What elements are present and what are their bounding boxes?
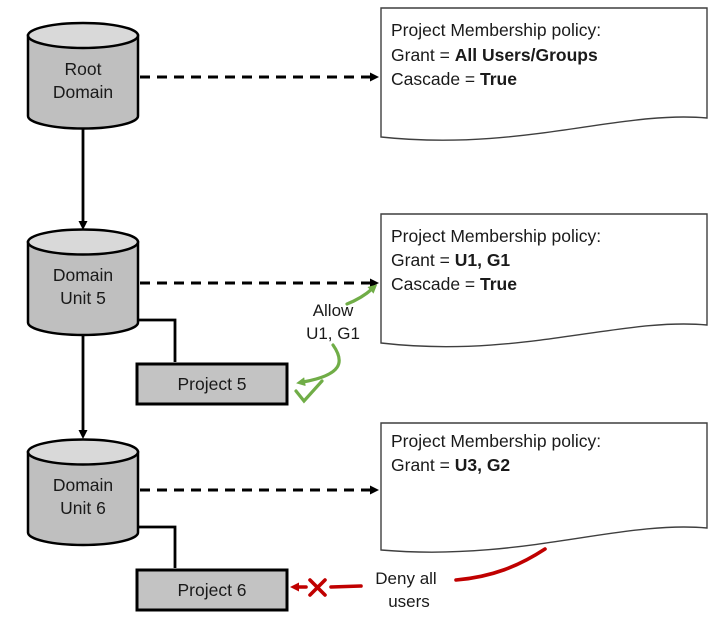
- node-label-line1: Domain: [53, 265, 113, 285]
- cylinder-top: [26, 438, 140, 466]
- node-label-line2: Unit 6: [60, 498, 106, 518]
- document-shape: [380, 213, 708, 348]
- project-5-box: Project 5: [135, 362, 289, 406]
- check-icon: [294, 379, 324, 404]
- policy-grant-line: Grant = All Users/Groups: [391, 45, 598, 65]
- node-label-line2: Unit 5: [60, 288, 106, 308]
- policy-title: Project Membership policy:: [391, 431, 601, 451]
- project-rect: [135, 568, 289, 612]
- cylinder-top: [26, 228, 140, 256]
- cylinder-top: [26, 21, 140, 50]
- deny-label-line2: users: [388, 592, 430, 611]
- policy-title: Project Membership policy:: [391, 226, 601, 246]
- red-curve-from-policy: [454, 547, 547, 582]
- allow-annotation: Allow U1, G1: [294, 284, 378, 404]
- cylinder-body: [26, 240, 140, 337]
- policy-cascade-line: Cascade = True: [391, 69, 517, 89]
- green-arrow-to-project5: [296, 343, 341, 387]
- policy-doc-unit5: Project Membership policy: Grant = U1, G…: [380, 213, 708, 348]
- node-label-line1: Root: [65, 59, 102, 79]
- cylinder-body: [26, 450, 140, 547]
- root-domain-cylinder: Root Domain: [26, 21, 140, 130]
- policy-grant-line: Grant = U3, G2: [391, 455, 510, 475]
- node-label-line1: Domain: [53, 475, 113, 495]
- policy-cascade-line: Cascade = True: [391, 274, 517, 294]
- project-label: Project 5: [177, 374, 246, 394]
- cylinder-body: [26, 34, 140, 130]
- policy-doc-unit6: Project Membership policy: Grant = U3, G…: [380, 422, 708, 553]
- project-6-box: Project 6: [135, 568, 289, 612]
- deny-label-line1: Deny all: [375, 569, 436, 588]
- policy-grant-line: Grant = U1, G1: [391, 250, 510, 270]
- green-arrow-to-policy: [345, 284, 378, 306]
- red-line-segment: [329, 584, 363, 589]
- elbow-connector-unit6-to-project6: [139, 525, 177, 568]
- domain-unit-6-cylinder: Domain Unit 6: [26, 438, 140, 547]
- project-label: Project 6: [177, 580, 246, 600]
- elbow-connector-unit5-to-project5: [139, 318, 177, 362]
- policy-title: Project Membership policy:: [391, 20, 601, 40]
- policy-doc-root: Project Membership policy: Grant = All U…: [380, 7, 708, 141]
- allow-label-line2: U1, G1: [306, 324, 360, 343]
- node-label-line2: Domain: [53, 82, 113, 102]
- project-rect: [135, 362, 289, 406]
- document-shape: [380, 7, 708, 141]
- domain-unit-5-cylinder: Domain Unit 5: [26, 228, 140, 337]
- x-icon: [308, 578, 327, 597]
- deny-annotation: Deny all users: [290, 547, 547, 611]
- document-shape: [380, 422, 708, 553]
- allow-label-line1: Allow: [313, 301, 354, 320]
